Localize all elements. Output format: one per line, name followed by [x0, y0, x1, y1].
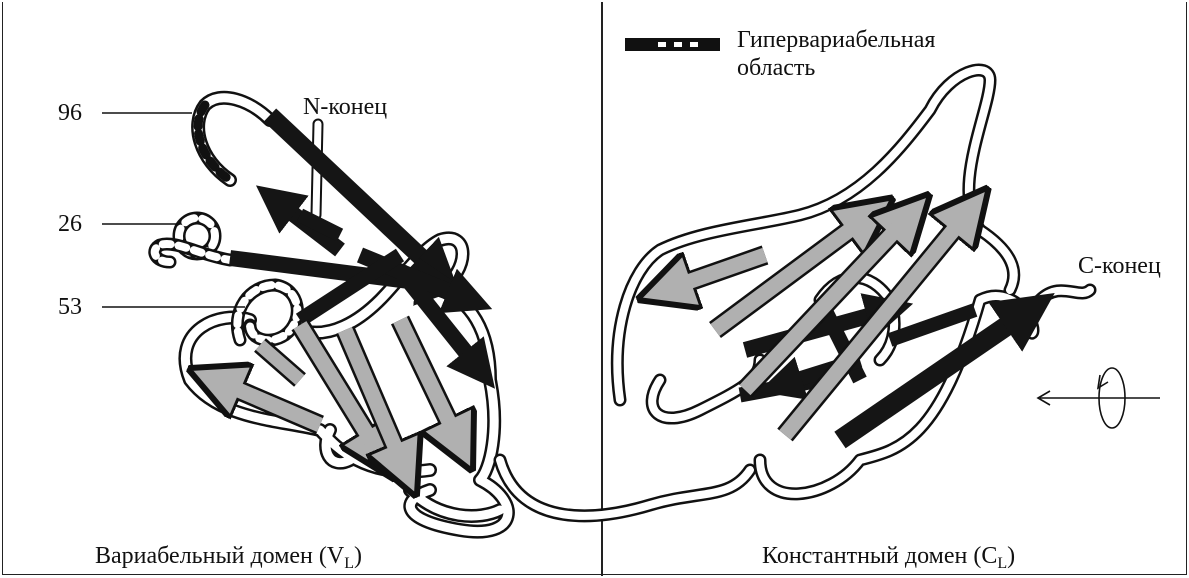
variable-domain-title: Вариабельный домен (VL) — [95, 544, 362, 572]
residue-53-label: 53 — [58, 295, 82, 319]
constant-domain-structure — [617, 70, 1160, 494]
c-terminus-label: C-конец — [1078, 254, 1161, 278]
constant-domain-title: Константный домен (CL) — [762, 544, 1015, 572]
residue-pointer-lines — [102, 113, 245, 307]
rotation-arrow-icon — [1038, 368, 1160, 428]
legend-label-line1: Гипервариабельная — [737, 28, 935, 52]
n-terminus-label: N-конец — [303, 95, 387, 119]
legend-label-line2: область — [737, 56, 815, 80]
hypervariable-legend-swatch — [625, 38, 720, 51]
variable-domain-structure — [102, 98, 508, 532]
residue-96-label: 96 — [58, 101, 82, 125]
residue-26-label: 26 — [58, 212, 82, 236]
interdomain-linker — [500, 460, 750, 516]
